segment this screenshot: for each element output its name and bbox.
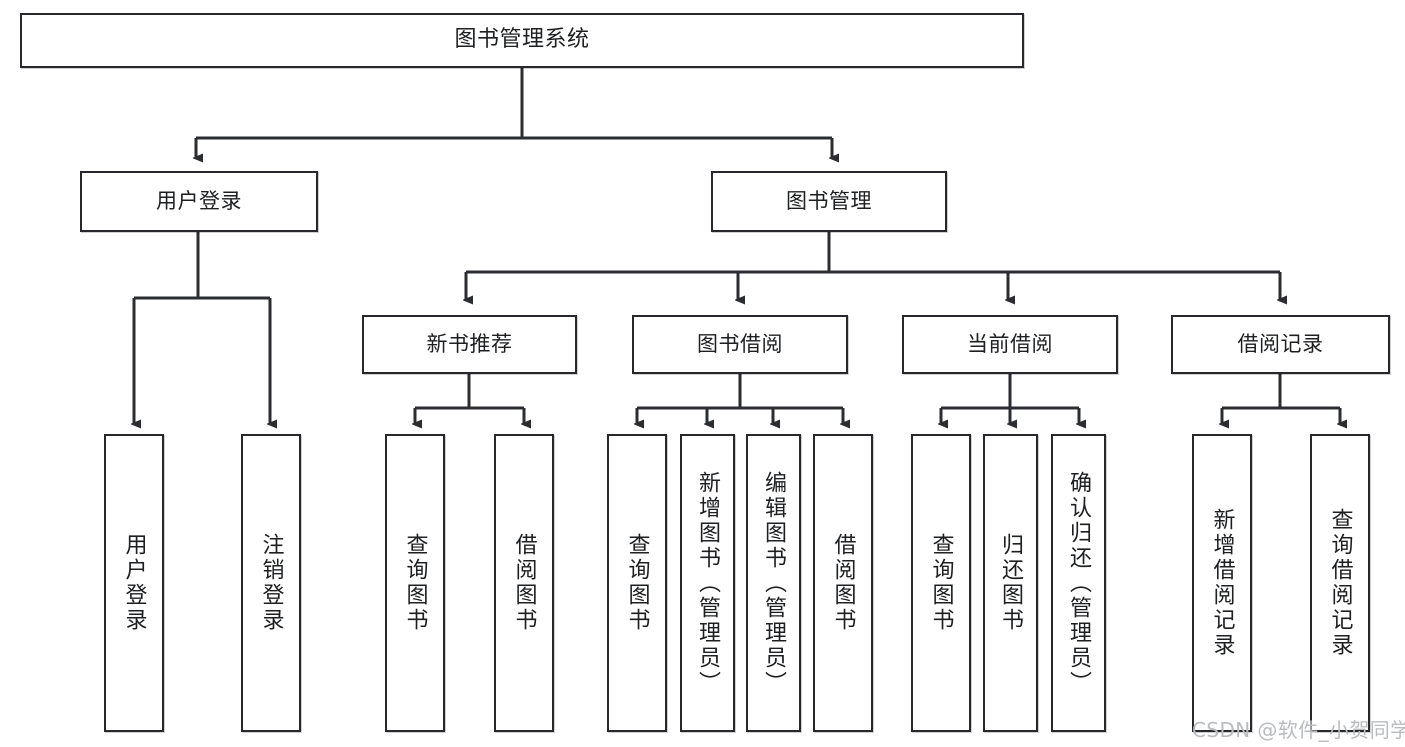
node-label: 归还图书 [998,533,1024,633]
leaf-current-borrow-query-book[interactable]: 查询图书 [911,434,971,732]
node-user-login[interactable]: 用户登录 [80,171,318,232]
node-label: 新增图书（管理员） [695,470,721,696]
node-label: 注销登录 [258,533,284,633]
leaf-book-borrow-borrow-book[interactable]: 借阅图书 [813,434,873,732]
leaf-book-borrow-query-book[interactable]: 查询图书 [607,434,667,732]
node-label: 查询借阅记录 [1327,508,1353,658]
leaf-new-book-query-book[interactable]: 查询图书 [385,434,445,732]
node-label: 用户登录 [156,188,242,213]
node-label: 查询图书 [402,533,428,633]
node-label: 借阅图书 [830,533,856,633]
node-label: 新增借阅记录 [1209,508,1235,658]
node-label: 查询图书 [928,533,954,633]
node-label: 图书管理系统 [454,27,590,53]
node-label: 当前借阅 [967,331,1053,356]
node-label: 用户登录 [121,533,147,633]
leaf-book-borrow-edit-book-admin[interactable]: 编辑图书（管理员） [746,434,801,732]
node-label: 编辑图书（管理员） [761,470,787,696]
leaf-borrow-record-add-record[interactable]: 新增借阅记录 [1192,434,1252,732]
node-book-borrow[interactable]: 图书借阅 [632,315,848,374]
node-label: 图书借阅 [697,331,783,356]
node-label: 借阅记录 [1237,331,1324,356]
node-label: 借阅图书 [511,533,537,633]
node-label: 图书管理 [786,188,872,213]
node-root-book-management-system[interactable]: 图书管理系统 [20,13,1024,68]
node-borrow-record[interactable]: 借阅记录 [1171,315,1390,374]
leaf-borrow-record-query-record[interactable]: 查询借阅记录 [1310,434,1370,732]
node-book-management[interactable]: 图书管理 [711,171,947,232]
leaf-user-login-logout[interactable]: 注销登录 [241,434,301,732]
leaf-new-book-borrow-book[interactable]: 借阅图书 [494,434,554,732]
node-label: 新书推荐 [426,331,513,356]
node-new-book-recommend[interactable]: 新书推荐 [362,315,577,374]
leaf-current-borrow-confirm-return-admin[interactable]: 确认归还（管理员） [1051,434,1106,732]
leaf-book-borrow-add-book-admin[interactable]: 新增图书（管理员） [680,434,735,732]
leaf-user-login-login[interactable]: 用户登录 [104,434,164,732]
node-label: 查询图书 [624,533,650,633]
node-label: 确认归还（管理员） [1066,470,1092,696]
leaf-current-borrow-return-book[interactable]: 归还图书 [983,434,1038,732]
node-current-borrow[interactable]: 当前借阅 [902,315,1118,374]
watermark-text: CSDN @软件_小贺同学 [1192,718,1405,742]
